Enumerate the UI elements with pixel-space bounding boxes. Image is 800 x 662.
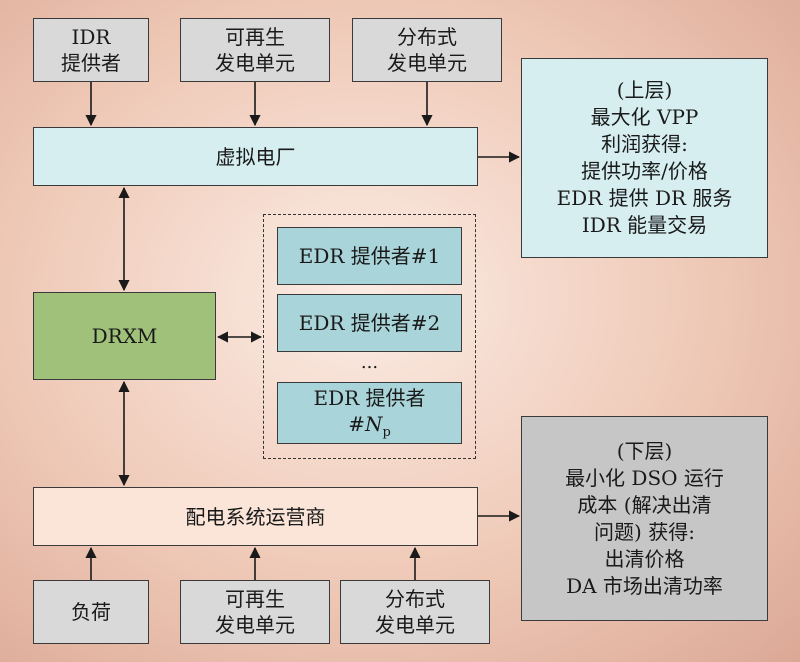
drxm-box: DRXM — [33, 292, 216, 380]
top-input-distributed-unit: 分布式 发电单元 — [352, 18, 502, 82]
lower-result-line: DA 市场出清功率 — [566, 573, 723, 598]
edr-provider-1: EDR 提供者#1 — [277, 227, 462, 285]
upper-result-line: 利润获得: — [601, 132, 688, 156]
edr-provider-index: #Np — [348, 411, 391, 442]
lower-result-line: 成本 (解决出清 — [577, 492, 712, 517]
edr-index-sub: p — [382, 424, 391, 440]
edr-index-prefix: # — [348, 411, 365, 436]
upper-result-line: EDR 提供 DR 服务 — [556, 186, 733, 210]
edr-ellipsis: ... — [360, 352, 379, 373]
bottom-input-label-line: 负荷 — [71, 600, 111, 624]
vpp-label: 虚拟电厂 — [215, 144, 296, 169]
upper-level-result-box: (上层) 最大化 VPP 利润获得: 提供功率/价格 EDR 提供 DR 服务 … — [521, 58, 768, 258]
edr-provider-np: EDR 提供者 #Np — [277, 382, 462, 444]
edr-provider-label: EDR 提供者#2 — [298, 311, 441, 335]
top-input-label-line: 发电单元 — [215, 51, 295, 75]
top-input-renewable-unit: 可再生 发电单元 — [180, 18, 330, 82]
bottom-input-label-line: 发电单元 — [375, 613, 455, 637]
edr-provider-group — [263, 214, 476, 459]
upper-result-line: 提供功率/价格 — [581, 159, 708, 183]
top-input-label-line: IDR — [71, 25, 111, 49]
edr-provider-label: EDR 提供者 — [313, 385, 426, 410]
edr-provider-label: EDR 提供者#1 — [298, 244, 441, 268]
bottom-input-label-line: 可再生 — [225, 587, 285, 611]
lower-result-line: 问题) 获得: — [594, 519, 695, 544]
edr-index-var: N — [364, 411, 383, 436]
dso-label: 配电系统运营商 — [185, 504, 326, 529]
upper-result-line: IDR 能量交易 — [581, 213, 708, 237]
bottom-input-renewable-unit: 可再生 发电单元 — [180, 580, 330, 644]
lower-level-result-box: (下层) 最小化 DSO 运行 成本 (解决出清 问题) 获得: 出清价格 DA… — [521, 416, 768, 621]
lower-result-line: 出清价格 — [604, 546, 685, 571]
top-input-label-line: 发电单元 — [387, 51, 467, 75]
dso-box: 配电系统运营商 — [33, 487, 478, 546]
upper-result-line: (上层) — [616, 78, 673, 102]
lower-result-line: (下层) — [616, 438, 673, 463]
vpp-box: 虚拟电厂 — [33, 127, 478, 186]
edr-provider-2: EDR 提供者#2 — [277, 294, 462, 352]
top-input-idr-provider: IDR 提供者 — [33, 18, 149, 82]
bottom-input-label-line: 发电单元 — [215, 613, 295, 637]
bottom-input-label-line: 分布式 — [385, 587, 445, 611]
lower-result-line: 最小化 DSO 运行 — [565, 465, 724, 490]
bottom-input-distributed-unit: 分布式 发电单元 — [340, 580, 490, 644]
top-input-label-line: 分布式 — [397, 25, 457, 49]
drxm-label: DRXM — [91, 324, 158, 348]
top-input-label-line: 提供者 — [61, 51, 121, 75]
top-input-label-line: 可再生 — [225, 25, 285, 49]
bottom-input-load: 负荷 — [33, 580, 149, 644]
upper-result-line: 最大化 VPP — [590, 105, 699, 129]
